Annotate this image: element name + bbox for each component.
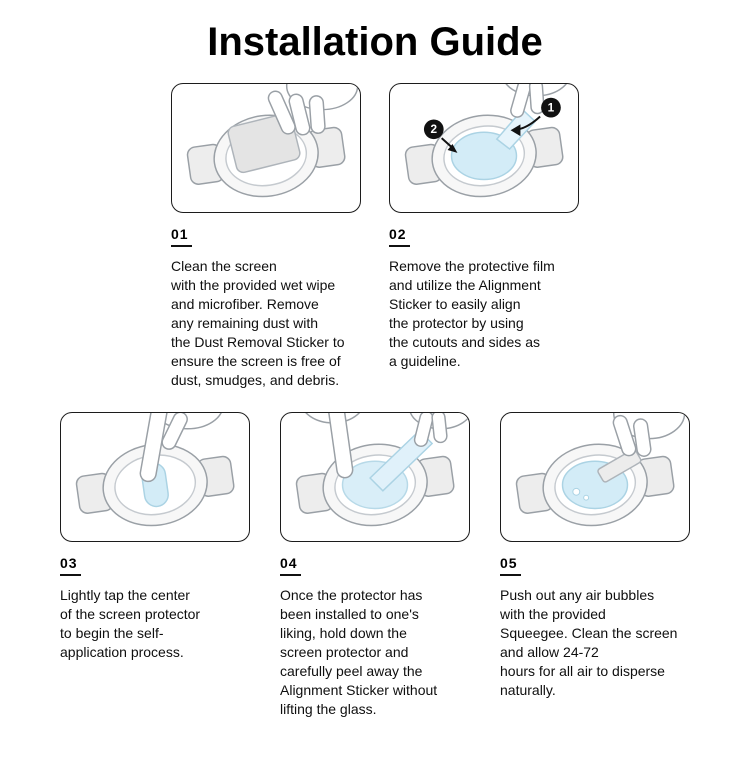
step-01-text: Clean the screen with the provided wet w… (171, 258, 345, 388)
alignment-sticker-icon (450, 131, 518, 181)
step-02-text: Remove the protective film and utilize t… (389, 258, 555, 369)
bubble-icon (583, 494, 590, 501)
step-number-label: 01 (171, 226, 192, 247)
step-02: 1 2 02 Remove the protective film and ut… (389, 83, 579, 390)
step-02-number: 02 (389, 226, 579, 247)
step-04-number: 04 (280, 555, 470, 576)
step-03-text: Lightly tap the center of the screen pro… (60, 587, 201, 660)
installation-guide-page: Installation Guide (0, 20, 750, 719)
step-05-illustration (500, 412, 690, 542)
bubble-icon (572, 487, 581, 496)
step-03-illustration (60, 412, 250, 542)
step-number-label: 04 (280, 555, 301, 576)
page-title: Installation Guide (207, 20, 543, 64)
badge-2-label: 2 (431, 122, 438, 136)
step-01-illustration (171, 83, 361, 213)
badge-2-icon: 2 (423, 119, 458, 153)
squeegee-icon (597, 448, 642, 483)
step-05-number: 05 (500, 555, 690, 576)
badge-1-label: 1 (548, 101, 555, 115)
step-04-figure (295, 413, 469, 527)
alignment-sticker-peel-icon (369, 429, 434, 492)
step-04: 04 Once the protector has been installed… (280, 412, 470, 719)
step-01: 01 Clean the screen with the provided we… (171, 83, 361, 390)
step-number-label: 03 (60, 555, 81, 576)
step-01-figure (186, 84, 359, 198)
watch-icon (75, 443, 235, 527)
step-05: 05 Push out any air bubbles with the pro… (500, 412, 690, 719)
step-04-text: Once the protector has been installed to… (280, 587, 438, 717)
step-number-label: 02 (389, 226, 410, 247)
steps-row-1: 01 Clean the screen with the provided we… (0, 83, 750, 390)
hand-icon (139, 413, 222, 483)
step-01-number: 01 (171, 226, 361, 247)
step-03-number: 03 (60, 555, 250, 576)
step-number-label: 05 (500, 555, 521, 576)
step-05-figure (515, 413, 686, 527)
hand-press-icon (305, 413, 361, 479)
hand-icon (505, 84, 567, 118)
steps-row-2: 03 Lightly tap the center of the screen … (0, 412, 750, 719)
step-03: 03 Lightly tap the center of the screen … (60, 412, 250, 719)
hand-peel-icon (409, 413, 469, 447)
step-05-text: Push out any air bubbles with the provid… (500, 587, 678, 698)
step-04-illustration (280, 412, 470, 542)
badge-1-icon: 1 (510, 97, 561, 137)
hand-icon (267, 84, 359, 136)
step-02-illustration: 1 2 (389, 83, 579, 213)
step-02-figure: 1 2 (404, 84, 567, 198)
hand-icon (612, 413, 686, 457)
step-03-figure (75, 413, 235, 527)
